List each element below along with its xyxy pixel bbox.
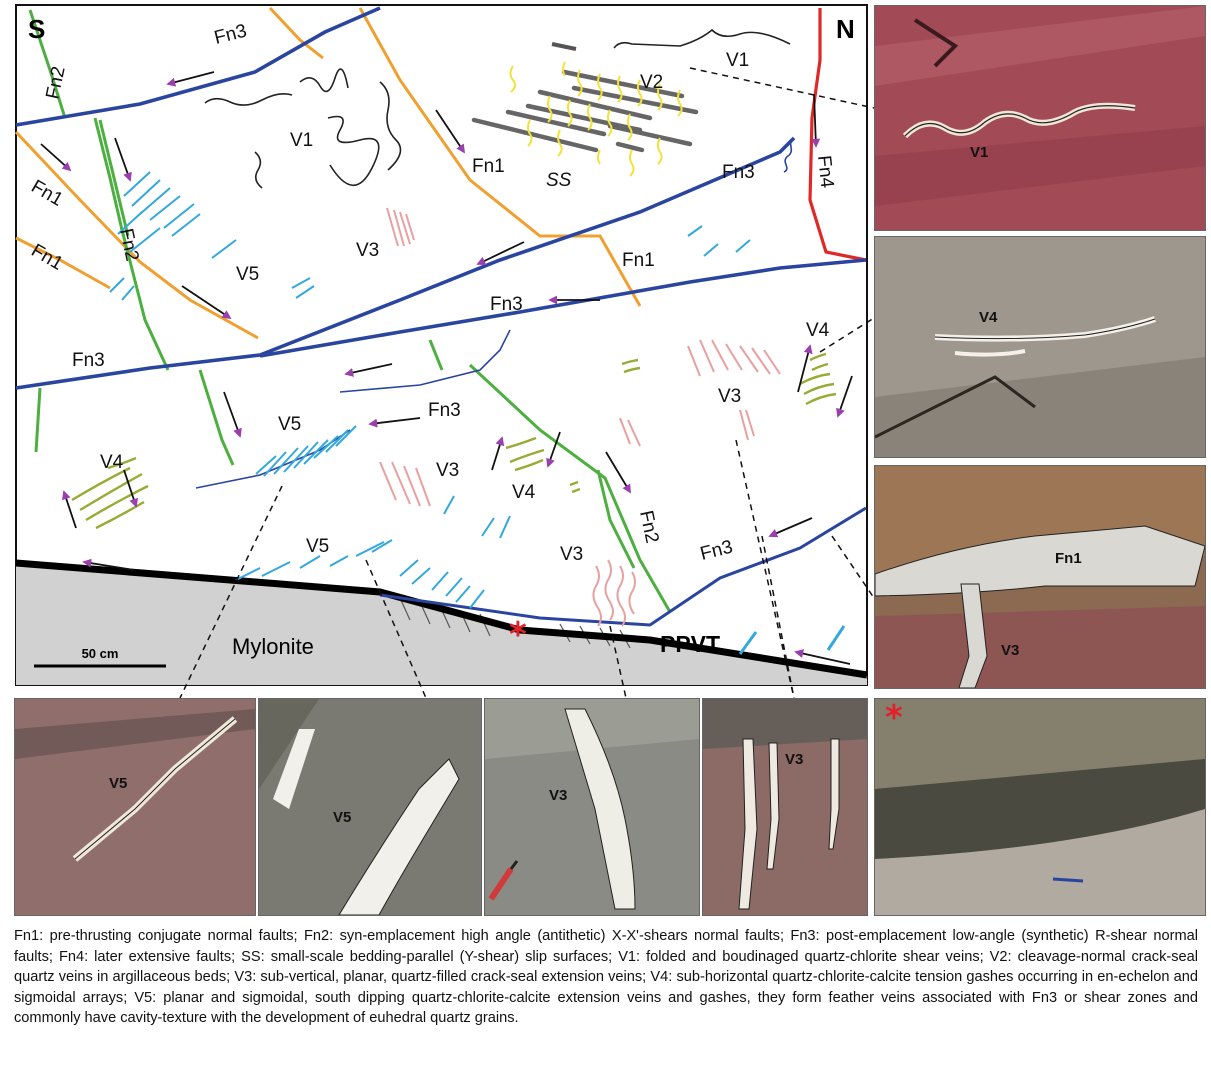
ppvt-label: PPVT — [660, 631, 720, 657]
fn1-label: Fn1 — [622, 250, 655, 271]
photo-v3-a: V3 — [484, 698, 700, 916]
photo-star-outcrop: * — [874, 698, 1206, 916]
mylonite-label: Mylonite — [232, 634, 314, 659]
photo-fn1-label: Fn1 — [1055, 550, 1082, 567]
photo-v1-label: V1 — [970, 144, 988, 161]
fn3-label: Fn3 — [72, 350, 105, 371]
v3-label: V3 — [356, 240, 379, 261]
photo-v3-b: V3 — [702, 698, 868, 916]
photo-v5-a: V5 — [14, 698, 256, 916]
v3-label: V3 — [718, 386, 741, 407]
fn1-label: Fn1 — [472, 156, 505, 177]
fn3-label: Fn3 — [428, 400, 461, 421]
v4-label: V4 — [100, 452, 124, 473]
scale-bar-label: 50 cm — [82, 646, 119, 661]
red-star-marker: * — [509, 615, 527, 655]
photo-fn1-v3: Fn1 V3 — [874, 465, 1206, 689]
v4-label: V4 — [512, 482, 536, 503]
fn4-label: Fn4 — [813, 154, 837, 189]
fn3-label: Fn3 — [722, 162, 755, 183]
photo-v1: V1 — [874, 5, 1206, 231]
photo-v3-a-label: V3 — [549, 787, 567, 804]
v5-label: V5 — [306, 536, 329, 557]
ss-label: SS — [546, 170, 572, 191]
v3-label: V3 — [436, 460, 459, 481]
photo-v5-b-label: V5 — [333, 809, 351, 826]
photo-v4-label: V4 — [979, 309, 997, 326]
photo-v4: V4 — [874, 236, 1206, 458]
fn3-label: Fn3 — [490, 294, 523, 315]
v5-label: V5 — [278, 414, 301, 435]
photo-v5-a-label: V5 — [109, 775, 127, 792]
v3-label: V3 — [560, 544, 583, 565]
compass-south: S — [28, 14, 45, 44]
compass-north: N — [836, 14, 855, 44]
photo-v5-b: V5 — [258, 698, 482, 916]
photo-red-star: * — [885, 701, 903, 735]
figure-caption: Fn1: pre-thrusting conjugate normal faul… — [14, 926, 1198, 1029]
v4-label: V4 — [806, 320, 830, 341]
v2-label: V2 — [640, 72, 663, 93]
v1-label: V1 — [290, 130, 313, 151]
v5-label: V5 — [236, 264, 259, 285]
v1-label: V1 — [726, 50, 749, 71]
photo-v3-b-label: V3 — [785, 751, 803, 768]
photo-v3-label: V3 — [1001, 642, 1019, 659]
